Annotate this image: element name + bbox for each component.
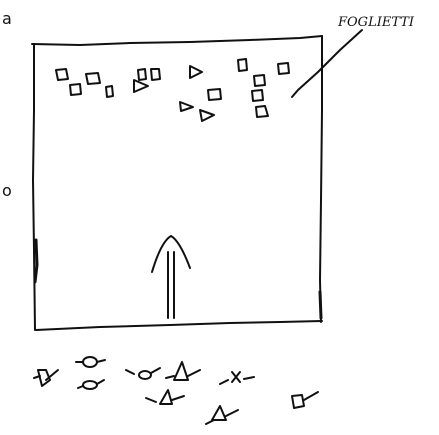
label-leader-line — [291, 29, 363, 98]
stick-figure — [145, 389, 185, 405]
paper-scraps — [55, 58, 290, 122]
paper-scrap — [69, 83, 82, 96]
stick-figures — [33, 356, 319, 425]
stick-figure — [291, 391, 319, 409]
paper-scrap — [207, 88, 222, 101]
stick-figure — [75, 356, 106, 390]
paper-scrap — [55, 68, 69, 81]
upward-arrow-icon — [151, 235, 191, 319]
paper-scrap — [179, 101, 194, 112]
margin-letter-middle: o — [2, 181, 12, 200]
stick-figure — [125, 367, 161, 380]
paper-scrap — [189, 65, 203, 79]
margin-letter-top: a — [2, 9, 12, 28]
paper-scrap — [105, 85, 114, 98]
label-foglietti: FOGLIETTI — [337, 15, 415, 30]
paper-scrap — [255, 105, 269, 118]
stick-figure — [205, 405, 239, 425]
paper-scrap — [137, 68, 147, 81]
paper-scrap — [199, 109, 215, 122]
enclosure-rectangle — [31, 35, 323, 331]
paper-scrap — [253, 74, 266, 87]
stick-figure — [33, 369, 59, 387]
paper-scrap — [85, 72, 101, 85]
paper-scrap — [237, 58, 248, 72]
stick-figure — [219, 371, 255, 385]
paper-scrap — [277, 62, 290, 75]
paper-scrap — [251, 89, 264, 102]
paper-scrap — [150, 68, 161, 81]
paper-scrap — [133, 79, 149, 93]
stick-figure — [165, 361, 201, 381]
